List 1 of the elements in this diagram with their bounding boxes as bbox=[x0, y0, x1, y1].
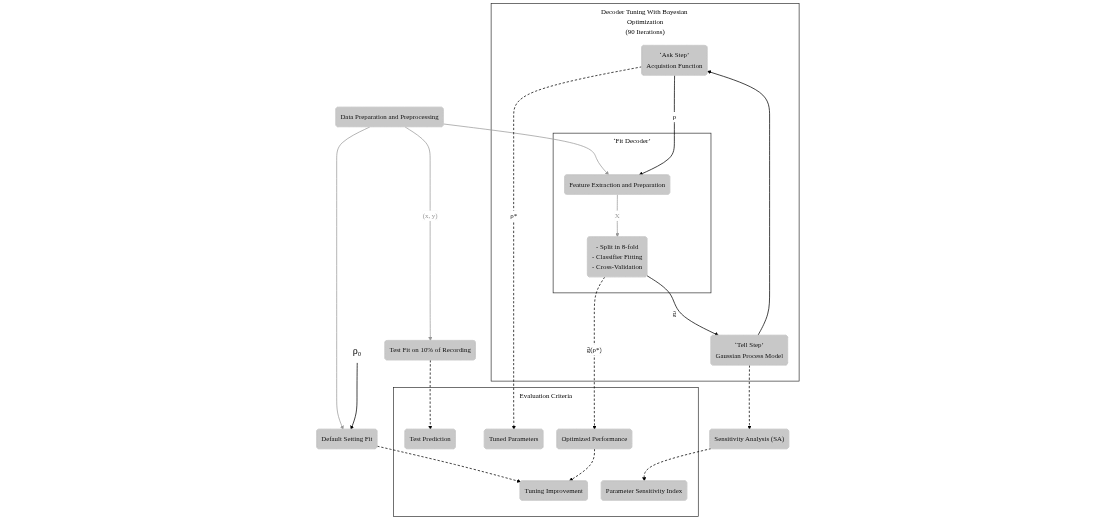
node-text: ρ₀ bbox=[352, 344, 362, 356]
